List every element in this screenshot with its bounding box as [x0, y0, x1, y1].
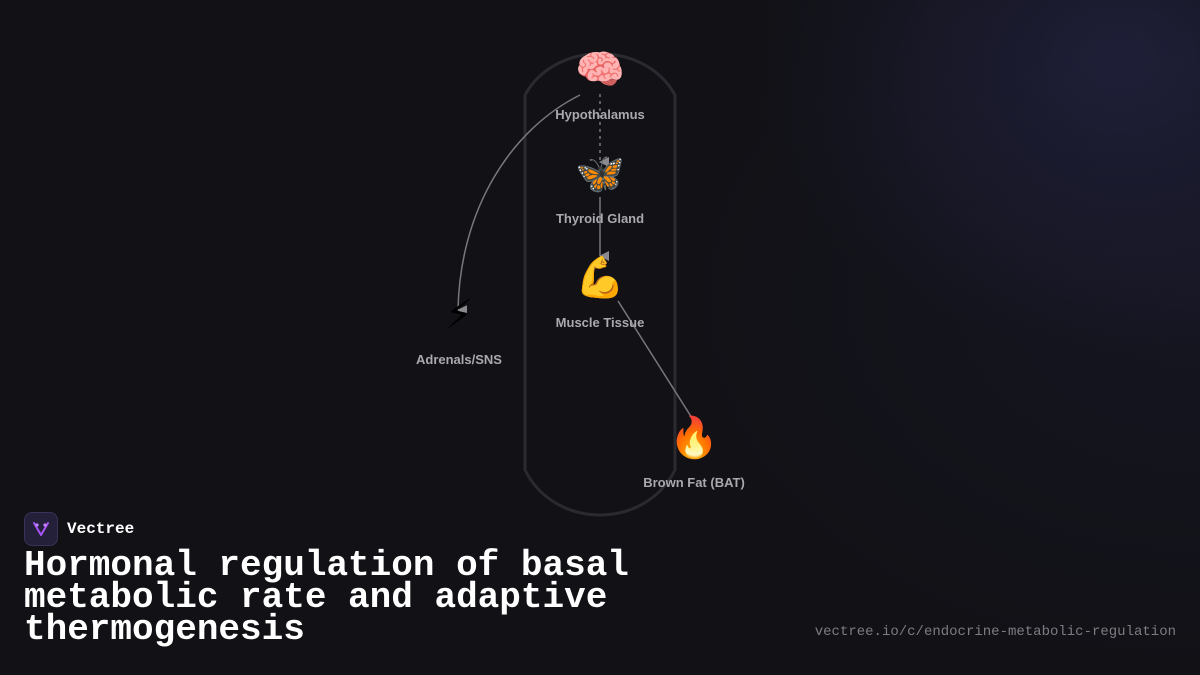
- node-thyroid-gland[interactable]: 🦋 Thyroid Gland: [500, 151, 700, 226]
- node-label: Hypothalamus: [555, 107, 645, 122]
- pathway-outline: [523, 52, 677, 517]
- flexed-biceps-icon: 💪: [575, 255, 625, 301]
- node-muscle-tissue[interactable]: 💪 Muscle Tissue: [500, 255, 700, 330]
- node-label: Thyroid Gland: [555, 211, 645, 226]
- page-title: Hormonal regulation of basal metabolic r…: [24, 545, 629, 650]
- brain-icon: 🧠: [575, 47, 625, 93]
- butterfly-icon: 🦋: [575, 151, 625, 197]
- node-brown-fat[interactable]: 🔥 Brown Fat (BAT): [594, 415, 794, 490]
- node-label: Brown Fat (BAT): [643, 475, 745, 490]
- fire-icon: 🔥: [669, 415, 719, 461]
- vectree-logo-icon: [24, 512, 58, 546]
- node-label: Muscle Tissue: [555, 315, 645, 330]
- source-url[interactable]: vectree.io/c/endocrine-metabolic-regulat…: [814, 624, 1176, 640]
- edge-hypothalamus-adrenals: [457, 94, 581, 316]
- node-label: Adrenals/SNS: [416, 352, 502, 367]
- brand-name: Vectree: [67, 520, 135, 538]
- brand[interactable]: Vectree: [24, 512, 134, 546]
- node-adrenals-sns[interactable]: ⚡ Adrenals/SNS: [359, 292, 559, 367]
- lightning-icon: ⚡: [444, 292, 474, 338]
- edge-muscle-brownfat: [617, 300, 693, 419]
- node-hypothalamus[interactable]: 🧠 Hypothalamus: [500, 47, 700, 122]
